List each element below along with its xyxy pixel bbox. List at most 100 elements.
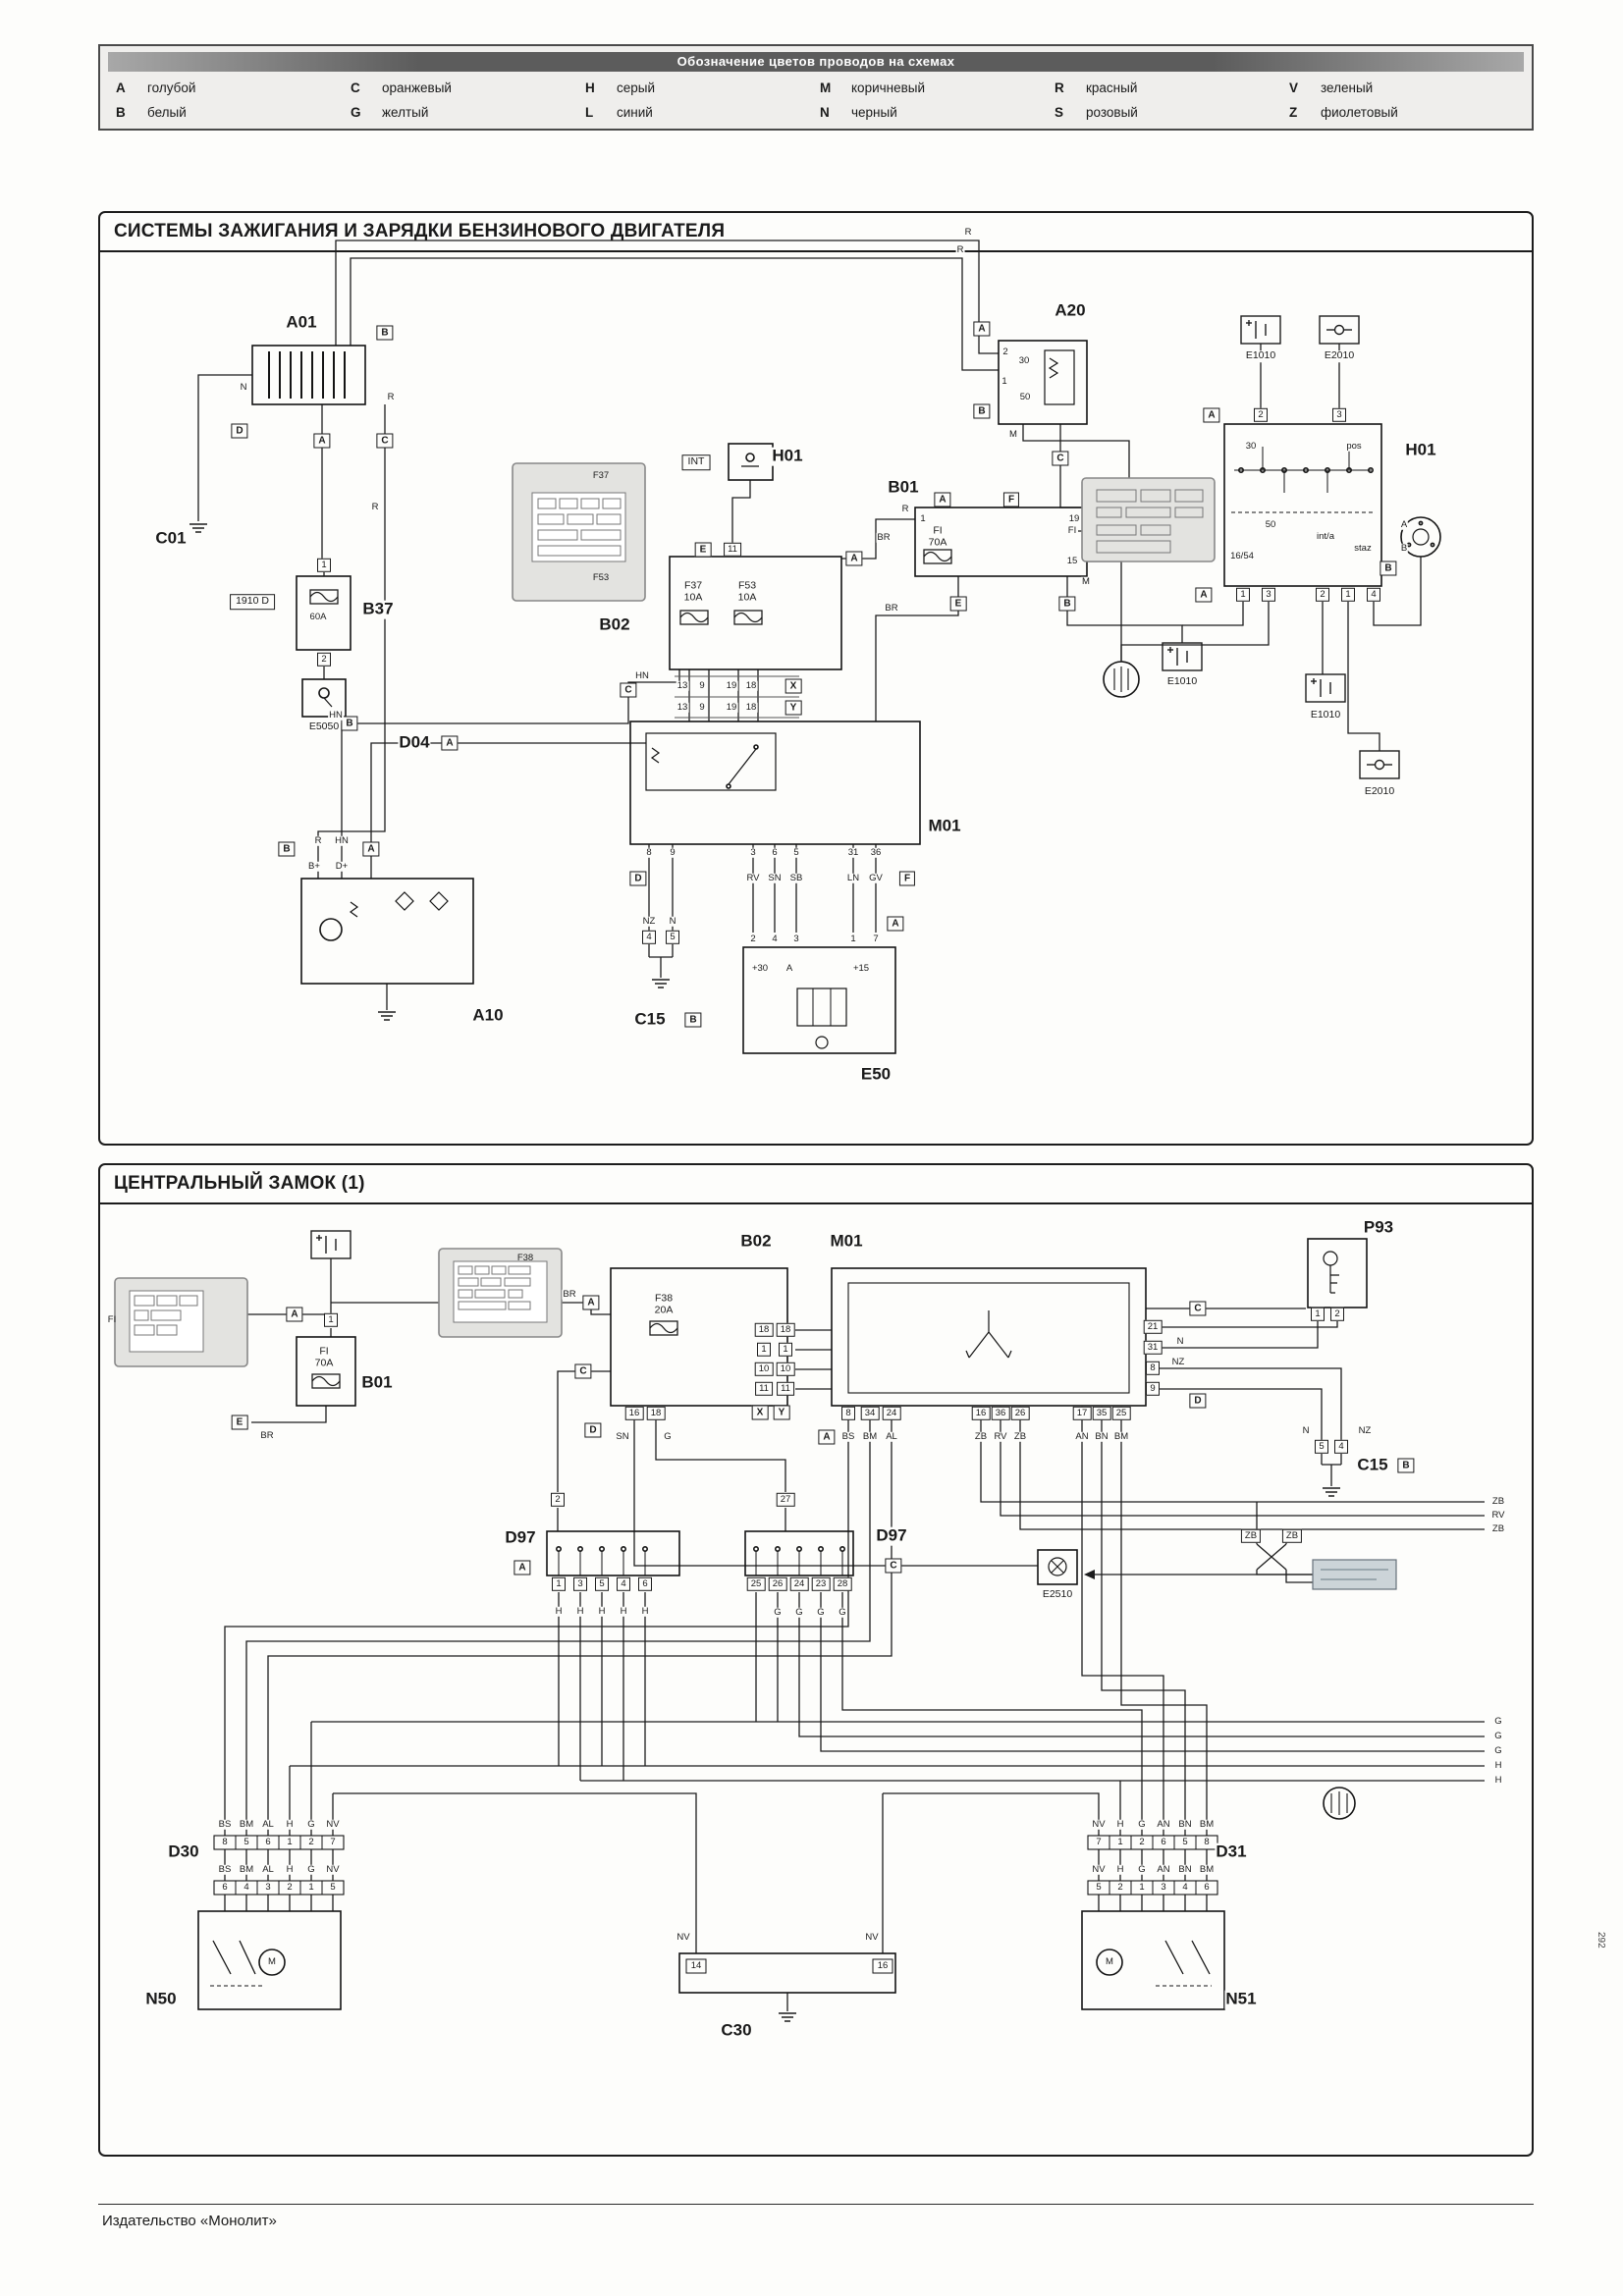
diagram-label: 2 [1330, 1307, 1344, 1322]
component-label-m01: M01 [927, 816, 962, 836]
diagram-label: A [286, 1307, 303, 1322]
diagram-label: E1010 [1165, 675, 1199, 688]
diagram-label: 10 [754, 1362, 774, 1377]
legend-color-code: M [820, 80, 832, 95]
diagram-label: AL [885, 1430, 898, 1443]
legend-color-code: V [1289, 80, 1299, 95]
diagram-label: 18 [754, 1322, 774, 1338]
legend-color-name: розовый [1086, 105, 1138, 120]
diagram-label: 4 [617, 1576, 630, 1592]
diagram-label: 17 [1072, 1406, 1092, 1421]
diagram-label: M [1008, 428, 1018, 441]
diagram-label: 1 [1236, 587, 1250, 603]
diagram-label: A [845, 551, 863, 566]
legend-color-code: A [116, 80, 126, 95]
component-label-h01: H01 [1404, 440, 1437, 460]
diagram-label: 36 [869, 846, 883, 859]
legend-color-code: H [585, 80, 595, 95]
diagram-label: 2 [551, 1492, 565, 1508]
component-label-c15: C15 [1356, 1455, 1389, 1475]
diagram-label: 6 [1160, 1836, 1167, 1848]
diagram-label: FI 70A [313, 1345, 335, 1369]
diagram-label: 6 [221, 1881, 229, 1894]
component-label-c01: C01 [154, 528, 188, 549]
footer-divider [98, 2204, 1534, 2205]
diagram-label: HN [328, 709, 344, 721]
component-label-c30: C30 [720, 2020, 753, 2041]
component-label-a01: A01 [285, 312, 318, 333]
diagram-label: H [597, 1605, 607, 1618]
legend-color-name: черный [851, 105, 897, 120]
diagram-label: 1 [307, 1881, 315, 1894]
diagram-label: R [370, 501, 380, 513]
diagram-label: N [668, 915, 677, 928]
diagram-label: BM [1198, 1818, 1216, 1831]
component-label-b02: B02 [598, 614, 631, 635]
diagram-label: 8 [1146, 1361, 1160, 1376]
diagram-label: pos [1345, 440, 1363, 453]
diagram-label: NV [325, 1863, 341, 1876]
legend-color-code: G [351, 105, 361, 120]
legend-color-name: голубой [147, 80, 196, 95]
diagram-label: INT [681, 454, 711, 470]
diagram-label: 1 [1138, 1881, 1146, 1894]
diagram-label: BN [1177, 1818, 1193, 1831]
diagram-label: 50 [1018, 391, 1032, 403]
diagram-label: H [285, 1818, 295, 1831]
diagram-label: SN [615, 1430, 630, 1443]
diagram-label: 8 [221, 1836, 229, 1848]
diagram-label: 27 [776, 1492, 795, 1508]
diagram-label: HN [334, 834, 350, 847]
diagram-label: 5 [329, 1881, 337, 1894]
legend-color-name: фиолетовый [1321, 105, 1398, 120]
diagram-label: 2 [1254, 407, 1268, 423]
diagram-label: NV [1091, 1863, 1107, 1876]
diagram-label: NV [1091, 1818, 1107, 1831]
diagram-label: 1 [552, 1576, 566, 1592]
diagram-label: AL [261, 1863, 275, 1876]
publisher-credit: Издательство «Монолит» [102, 2213, 277, 2229]
diagram-label: RV [993, 1430, 1008, 1443]
diagram-label: ZB [1012, 1430, 1028, 1443]
diagram-label: F37 10A [682, 579, 704, 604]
diagram-label: 13 [676, 679, 689, 692]
diagram-label: BR [562, 1288, 577, 1301]
diagram-label: 1 [1001, 375, 1008, 388]
diagram-label: N [1301, 1424, 1311, 1437]
diagram-label: R [963, 226, 973, 239]
legend-color-name: серый [617, 80, 656, 95]
legend-color-code: N [820, 105, 830, 120]
diagram-label: SB [788, 872, 804, 884]
legend-color-name: зеленый [1321, 80, 1374, 95]
diagram-label: H [1115, 1818, 1125, 1831]
diagram-label: A [934, 492, 951, 507]
diagram-label: FI [1067, 524, 1077, 536]
diagram-label: A [514, 1560, 531, 1575]
diagram-label: 4 [1367, 587, 1380, 603]
diagram-label: BS [217, 1863, 233, 1876]
diagram-label: 9 [669, 846, 676, 859]
diagram-label: BR [876, 531, 892, 544]
diagram-label: 26 [768, 1576, 787, 1592]
diagram-label: 11 [755, 1381, 773, 1397]
diagram-label: 4 [243, 1881, 250, 1894]
diagram-label: C [1189, 1301, 1207, 1316]
diagram-label: 5 [1181, 1836, 1189, 1848]
diagram-label: BM [238, 1818, 255, 1831]
diagram-label: +30 [750, 962, 770, 975]
diagram-label: A [1203, 407, 1220, 423]
diagram-label: B+ [307, 860, 321, 873]
diagram-label: G [1137, 1863, 1147, 1876]
diagram-label: 16 [876, 1959, 890, 1972]
diagram-label: 34 [860, 1406, 880, 1421]
diagram-label: C [574, 1363, 592, 1379]
diagram-label: B [278, 841, 296, 857]
diagram-label: 30 [1017, 354, 1031, 367]
diagram-label: BS [840, 1430, 856, 1443]
diagram-label: D [584, 1422, 602, 1438]
